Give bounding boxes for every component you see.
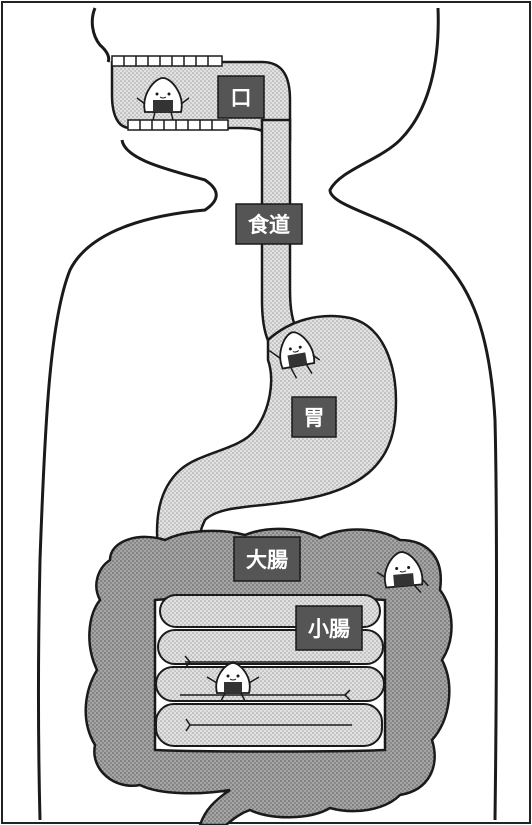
label-esophagus-text: 食道: [248, 213, 290, 237]
label-small-intestine-text: 小腸: [308, 617, 350, 641]
label-esophagus: 食道: [236, 204, 302, 244]
label-large-intestine: 大腸: [234, 537, 300, 581]
label-large-intestine-text: 大腸: [246, 548, 288, 572]
lower-teeth: [128, 120, 228, 130]
label-mouth: 口: [218, 76, 264, 118]
upper-teeth: [112, 56, 222, 66]
label-mouth-text: 口: [231, 86, 252, 110]
label-stomach: 胃: [292, 397, 336, 437]
label-stomach-text: 胃: [304, 406, 325, 430]
label-small-intestine: 小腸: [296, 606, 362, 650]
